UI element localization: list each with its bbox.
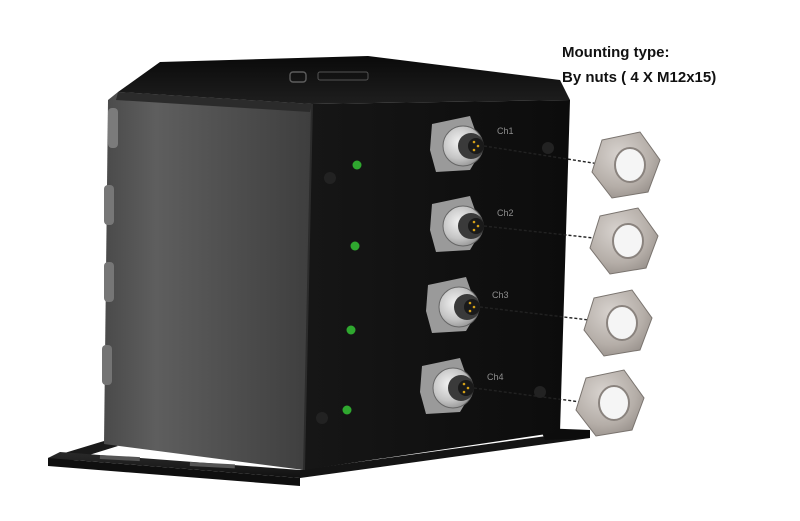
mounting-nut-4 xyxy=(575,369,645,437)
brand-logo xyxy=(289,71,369,83)
mounting-annotation: Mounting type: By nuts ( 4 X M12x15) xyxy=(562,40,716,90)
status-led-4 xyxy=(342,405,352,415)
connector-label-ch2: Ch2 xyxy=(497,208,514,218)
mounting-nut-1 xyxy=(591,131,661,199)
mounting-nut-3 xyxy=(583,289,653,357)
status-led-1 xyxy=(352,160,362,170)
alignment-lines xyxy=(473,145,613,405)
connector-ch2 xyxy=(430,196,484,252)
mounting-nut-2 xyxy=(589,207,659,275)
status-led-2 xyxy=(350,241,360,251)
mounting-base-plate xyxy=(48,428,590,486)
screw-heads xyxy=(316,142,554,424)
mounting-type-heading: Mounting type: xyxy=(562,44,670,61)
status-leds xyxy=(342,160,362,415)
status-led-3 xyxy=(346,325,356,335)
connector-ch4 xyxy=(420,358,474,414)
connector-ch3 xyxy=(426,277,480,333)
connector-label-ch1: Ch1 xyxy=(497,126,514,136)
connector-label-ch4: Ch4 xyxy=(487,372,504,382)
connector-label-ch3: Ch3 xyxy=(492,290,509,300)
housing-top-face xyxy=(116,56,570,112)
mounting-type-detail: By nuts ( 4 X M12x15) xyxy=(562,69,717,86)
connector-ch1 xyxy=(430,116,484,172)
connector-labels: Ch1 Ch2 Ch3 Ch4 xyxy=(487,126,514,382)
housing-left-side xyxy=(102,92,312,470)
